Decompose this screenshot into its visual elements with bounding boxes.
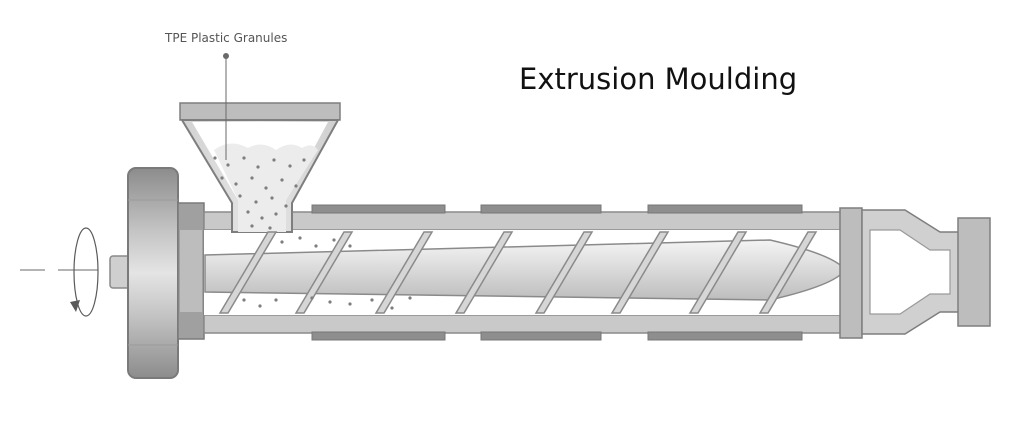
callout-label: TPE Plastic Granules — [165, 31, 288, 45]
granule — [328, 300, 332, 304]
screw-flight — [294, 231, 354, 314]
granule — [268, 226, 272, 230]
granule — [260, 216, 264, 220]
granule — [408, 296, 412, 300]
granule — [310, 296, 314, 300]
granule — [213, 156, 217, 160]
granule — [246, 210, 250, 214]
granule — [332, 238, 336, 242]
screw-flights — [218, 231, 818, 314]
granule — [234, 182, 238, 186]
granule — [314, 244, 318, 248]
granule — [274, 298, 278, 302]
granule — [270, 196, 274, 200]
screw-flight — [454, 231, 514, 314]
granule — [242, 156, 246, 160]
granule — [280, 240, 284, 244]
granule — [280, 178, 284, 182]
screw-flight — [758, 231, 818, 314]
granule — [288, 164, 292, 168]
granule — [348, 302, 352, 306]
granule — [302, 158, 306, 162]
screw-flight — [218, 231, 278, 314]
granule — [254, 200, 258, 204]
granule — [242, 298, 246, 302]
screw — [204, 231, 846, 314]
screw-flight — [610, 231, 670, 314]
die-head — [839, 207, 991, 339]
granule — [226, 163, 230, 167]
granule — [238, 194, 242, 198]
granule — [284, 204, 288, 208]
granule — [390, 306, 394, 310]
granule — [250, 176, 254, 180]
bearing-block — [177, 202, 205, 340]
granule — [298, 236, 302, 240]
granule — [370, 298, 374, 302]
granules-callout — [223, 53, 229, 160]
granule — [220, 176, 224, 180]
granule — [294, 184, 298, 188]
diagram-title: Extrusion Moulding — [519, 62, 798, 96]
granule — [272, 158, 276, 162]
granules — [213, 156, 412, 310]
heater-bands — [311, 204, 803, 341]
screw-flight — [688, 231, 748, 314]
screw-flight — [374, 231, 434, 314]
granule — [256, 165, 260, 169]
granule — [250, 224, 254, 228]
granule — [264, 186, 268, 190]
granule — [274, 212, 278, 216]
granule — [258, 304, 262, 308]
drive-flange — [127, 167, 179, 379]
granule — [348, 244, 352, 248]
screw-flight — [534, 231, 594, 314]
rotation-arrow-icon — [70, 227, 99, 317]
